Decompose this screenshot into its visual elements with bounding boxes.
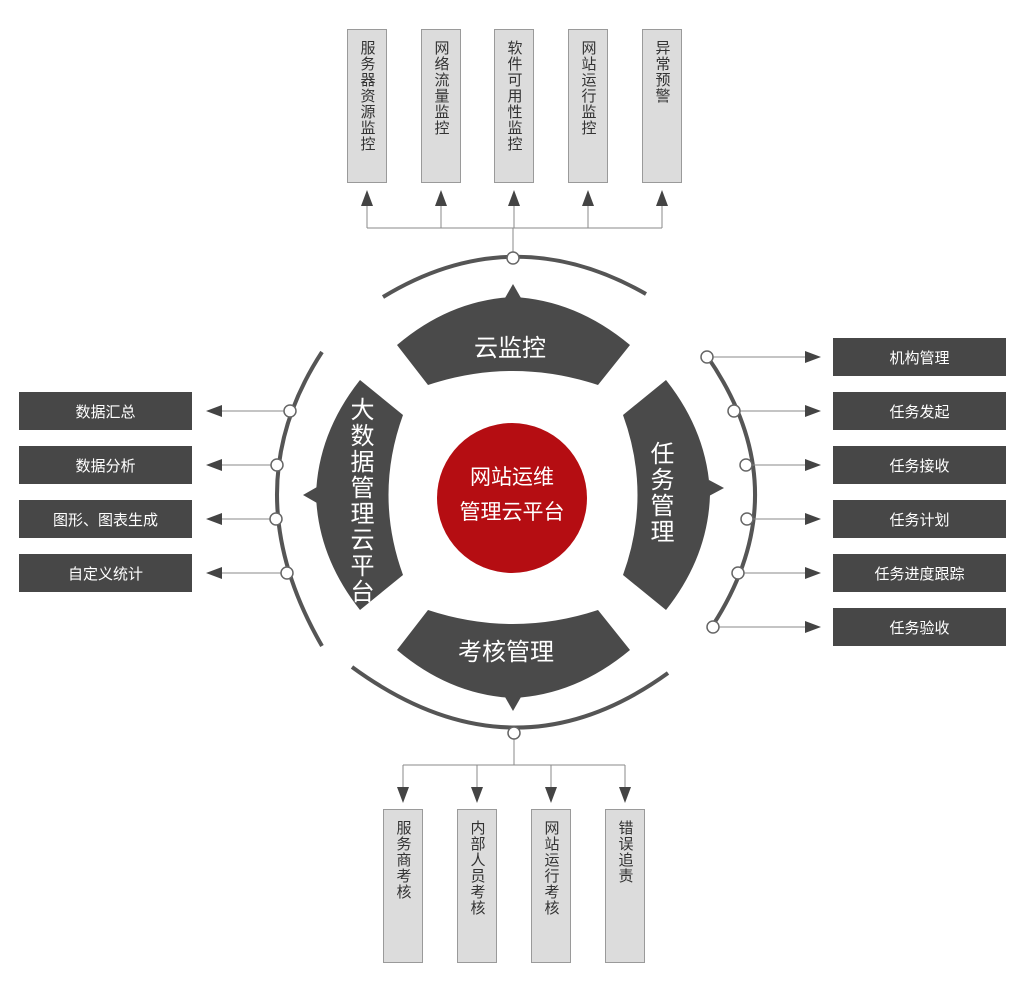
- task-item-org-management: 机构管理: [833, 338, 1006, 376]
- monitor-item-label: 服务器资源监控: [358, 40, 377, 152]
- center-label: 网站运维 管理云平台: [437, 460, 587, 536]
- segment-right: [623, 380, 710, 610]
- segment-right-label: 任务管理: [646, 441, 674, 545]
- segment-top: [397, 297, 630, 385]
- monitor-item-label: 网络流量监控: [432, 40, 451, 136]
- monitor-item-anomaly-alert: 异常预警: [642, 29, 682, 183]
- center-circle: [437, 423, 587, 573]
- arc-left: [275, 350, 324, 647]
- monitor-item-label: 异常预警: [653, 40, 672, 104]
- center-label-line1: 网站运维: [470, 465, 554, 489]
- segment-top-label: 云监控: [474, 334, 546, 362]
- right-arrowheads: [805, 351, 821, 633]
- bigdata-item-analysis: 数据分析: [19, 446, 192, 484]
- assessment-item-site-operation: 网站运行考核: [531, 809, 571, 963]
- left-connector-dots: [269, 404, 297, 580]
- top-arrowheads: [361, 190, 668, 206]
- segment-left-label: 大数据管理云平台: [346, 397, 374, 605]
- monitor-item-software-availability: 软件可用性监控: [494, 29, 534, 183]
- bigdata-item-custom-stats: 自定义统计: [19, 554, 192, 592]
- task-item-initiate: 任务发起: [833, 392, 1006, 430]
- bottom-arrowheads: [397, 787, 631, 803]
- monitor-item-label: 网站运行监控: [579, 40, 598, 136]
- bottom-connector-dot: [507, 726, 521, 740]
- task-item-plan: 任务计划: [833, 500, 1006, 538]
- bottom-connectors: [402, 733, 626, 788]
- segment-left: [316, 380, 403, 610]
- left-connectors: [221, 410, 290, 574]
- bigdata-item-summary: 数据汇总: [19, 392, 192, 430]
- right-connectors: [707, 356, 806, 628]
- assessment-item-provider: 服务商考核: [383, 809, 423, 963]
- segment-bottom-arrow: [505, 697, 521, 711]
- task-item-acceptance: 任务验收: [833, 608, 1006, 646]
- assessment-item-label: 错误追责: [616, 820, 635, 884]
- center-label-line2: 管理云平台: [459, 500, 565, 524]
- assessment-item-label: 服务商考核: [394, 820, 413, 900]
- segment-left-arrow: [303, 487, 317, 503]
- assessment-item-label: 内部人员考核: [468, 820, 487, 916]
- task-item-receive: 任务接收: [833, 446, 1006, 484]
- segment-bottom-label: 考核管理: [458, 638, 554, 666]
- monitor-item-network-traffic: 网络流量监控: [421, 29, 461, 183]
- segment-top-arrow: [505, 284, 521, 298]
- assessment-item-error-accountability: 错误追责: [605, 809, 645, 963]
- right-connector-dots: [700, 350, 754, 634]
- assessment-item-label: 网站运行考核: [542, 820, 561, 916]
- monitor-item-server-resource: 服务器资源监控: [347, 29, 387, 183]
- assessment-item-staff: 内部人员考核: [457, 809, 497, 963]
- task-item-progress-tracking: 任务进度跟踪: [833, 554, 1006, 592]
- arc-right: [705, 354, 757, 627]
- monitor-item-label: 软件可用性监控: [505, 40, 524, 152]
- bigdata-item-chart-generation: 图形、图表生成: [19, 500, 192, 538]
- monitor-item-site-operation: 网站运行监控: [568, 29, 608, 183]
- left-arrowheads: [206, 405, 222, 579]
- segment-right-arrow: [709, 480, 724, 496]
- segment-bottom: [397, 610, 630, 698]
- top-connector-dot: [506, 251, 520, 265]
